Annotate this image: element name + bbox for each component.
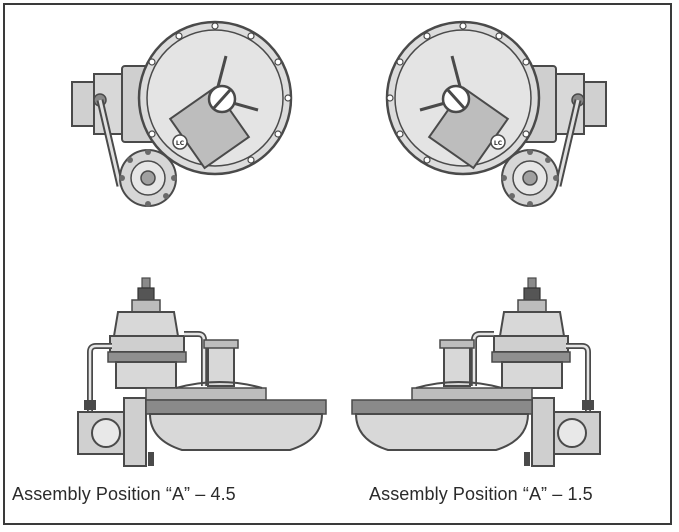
top-view-left <box>72 22 291 207</box>
side-view-left <box>78 278 326 466</box>
lc-badge-left <box>172 134 188 150</box>
caption-position-1-5: Assembly Position “A” – 1.5 <box>369 484 593 504</box>
caption-position-4-5: Assembly Position “A” – 4.5 <box>12 484 236 504</box>
lc-badge-right-text: LC <box>494 140 503 147</box>
top-view-right <box>387 22 606 207</box>
lc-badge-left-text: LC <box>176 140 185 147</box>
lc-badge-right <box>490 134 506 150</box>
side-view-right <box>352 278 600 466</box>
